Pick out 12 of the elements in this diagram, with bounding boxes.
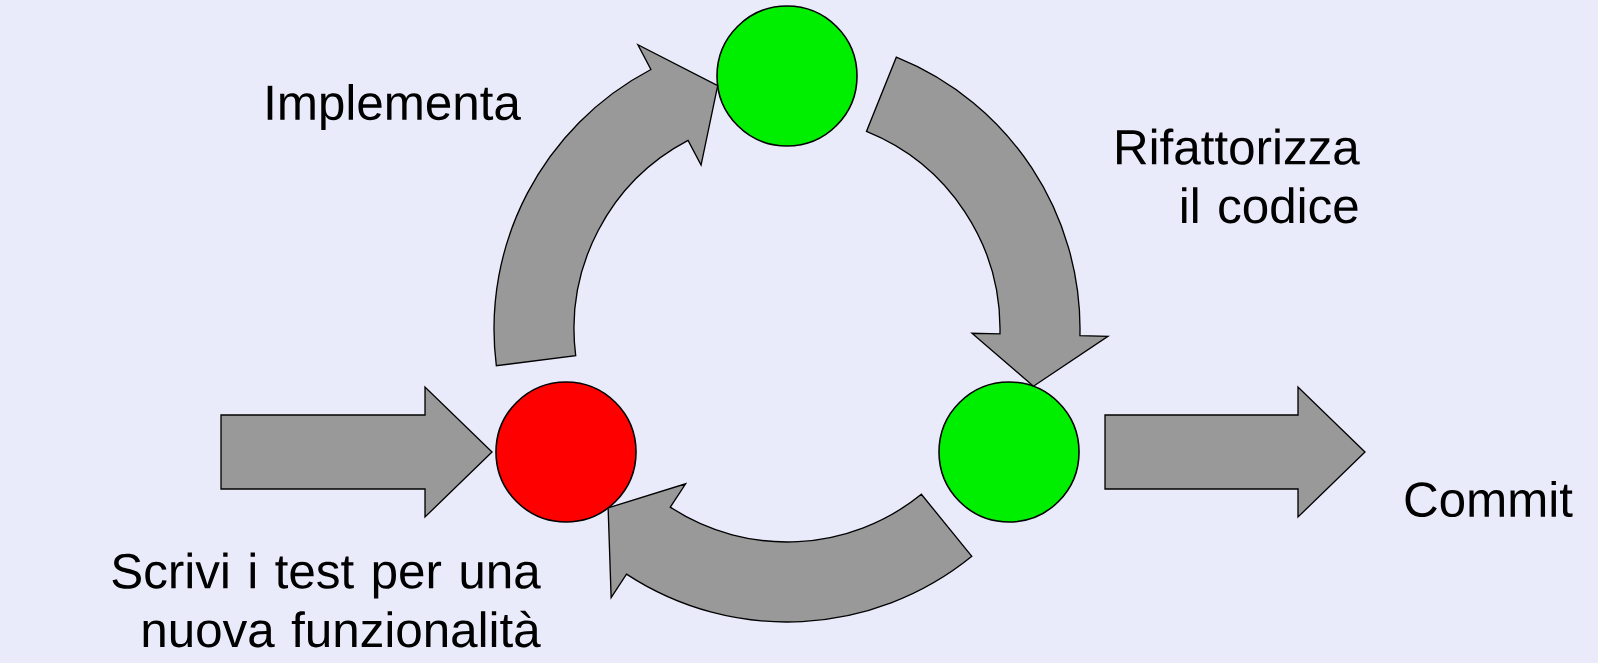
cycle-arrow — [607, 483, 973, 623]
step-circle — [495, 381, 637, 523]
cycle-arrow — [493, 44, 719, 367]
step-circle — [716, 5, 858, 147]
step-label: Implementa — [267, 84, 521, 130]
step-circle — [938, 381, 1080, 523]
cycle-arrow — [865, 56, 1109, 387]
step-label: Rifattorizza il codice — [1117, 128, 1360, 224]
step-label: Scrivi i test per una nuova funzionalità — [112, 552, 541, 648]
block-arrow — [220, 385, 493, 519]
end-label: Commit — [1405, 480, 1573, 518]
block-arrow — [1104, 385, 1366, 519]
